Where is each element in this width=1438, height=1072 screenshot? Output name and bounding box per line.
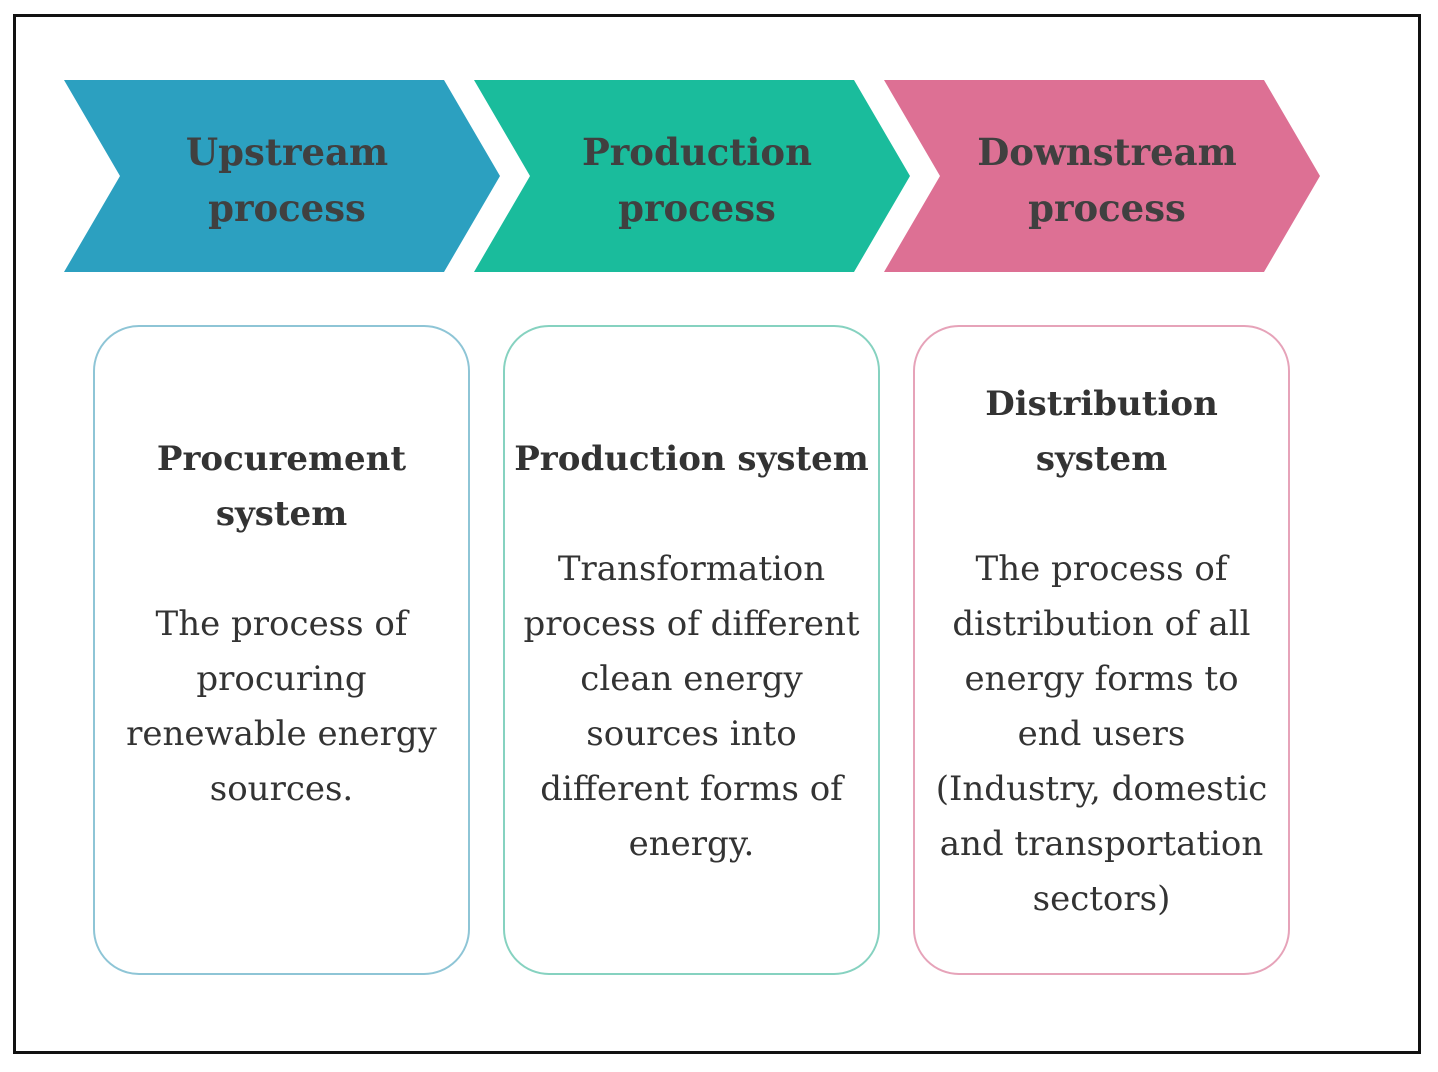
- production-desc-line-2: process of different: [523, 604, 860, 644]
- upstream-process-label: Upstream process: [137, 124, 437, 236]
- upstream-label-line-1: Upstream: [185, 130, 389, 174]
- distribution-system-description: The process of distribution of all energ…: [915, 542, 1288, 927]
- distribution-system-box: Distribution system The process of distr…: [913, 325, 1290, 975]
- procurement-title-line-1: Procurement: [156, 439, 407, 479]
- procurement-desc-line-2: procuring: [196, 659, 367, 699]
- procurement-system-box: Procurement system The process of procur…: [93, 325, 470, 975]
- production-system-box: Production system Transformation process…: [503, 325, 880, 975]
- distribution-desc-line-2: distribution of all: [952, 604, 1251, 644]
- production-chevron: [474, 80, 910, 272]
- downstream-process-label: Downstream process: [957, 124, 1257, 236]
- production-desc-line-1: Transformation: [557, 549, 826, 589]
- downstream-label-line-1: Downstream: [977, 130, 1237, 174]
- upstream-chevron: [64, 80, 500, 272]
- downstream-label-line-2: process: [1028, 186, 1186, 230]
- distribution-title-line-1: Distribution: [985, 384, 1218, 424]
- distribution-title-line-2: system: [1035, 439, 1168, 479]
- production-desc-line-6: energy.: [628, 824, 755, 864]
- production-title-line-1: Production system: [514, 439, 869, 479]
- distribution-desc-line-7: sectors): [1032, 879, 1171, 919]
- procurement-system-description: The process of procuring renewable energ…: [95, 597, 468, 817]
- procurement-desc-line-1: The process of: [155, 604, 408, 644]
- distribution-desc-line-5: (Industry, domestic: [935, 769, 1268, 809]
- production-system-description: Transformation process of different clea…: [505, 542, 878, 872]
- upstream-label-line-2: process: [208, 186, 366, 230]
- distribution-desc-line-6: and transportation: [939, 824, 1264, 864]
- production-desc-line-4: sources into: [586, 714, 797, 754]
- production-label-line-2: process: [618, 186, 776, 230]
- distribution-desc-line-4: end users: [1017, 714, 1186, 754]
- production-process-label: Production process: [547, 124, 847, 236]
- procurement-system-title: Procurement system: [95, 432, 468, 542]
- distribution-desc-line-1: The process of: [975, 549, 1228, 589]
- production-label-line-1: Production: [581, 130, 813, 174]
- distribution-system-title: Distribution system: [915, 377, 1288, 487]
- procurement-desc-line-3: renewable energy: [126, 714, 437, 754]
- production-desc-line-3: clean energy: [580, 659, 803, 699]
- procurement-desc-line-4: sources.: [209, 769, 354, 809]
- production-desc-line-5: different forms of: [540, 769, 843, 809]
- procurement-title-line-2: system: [215, 494, 348, 534]
- downstream-chevron: [884, 80, 1320, 272]
- production-system-title: Production system: [505, 432, 878, 487]
- distribution-desc-line-3: energy forms to: [964, 659, 1239, 699]
